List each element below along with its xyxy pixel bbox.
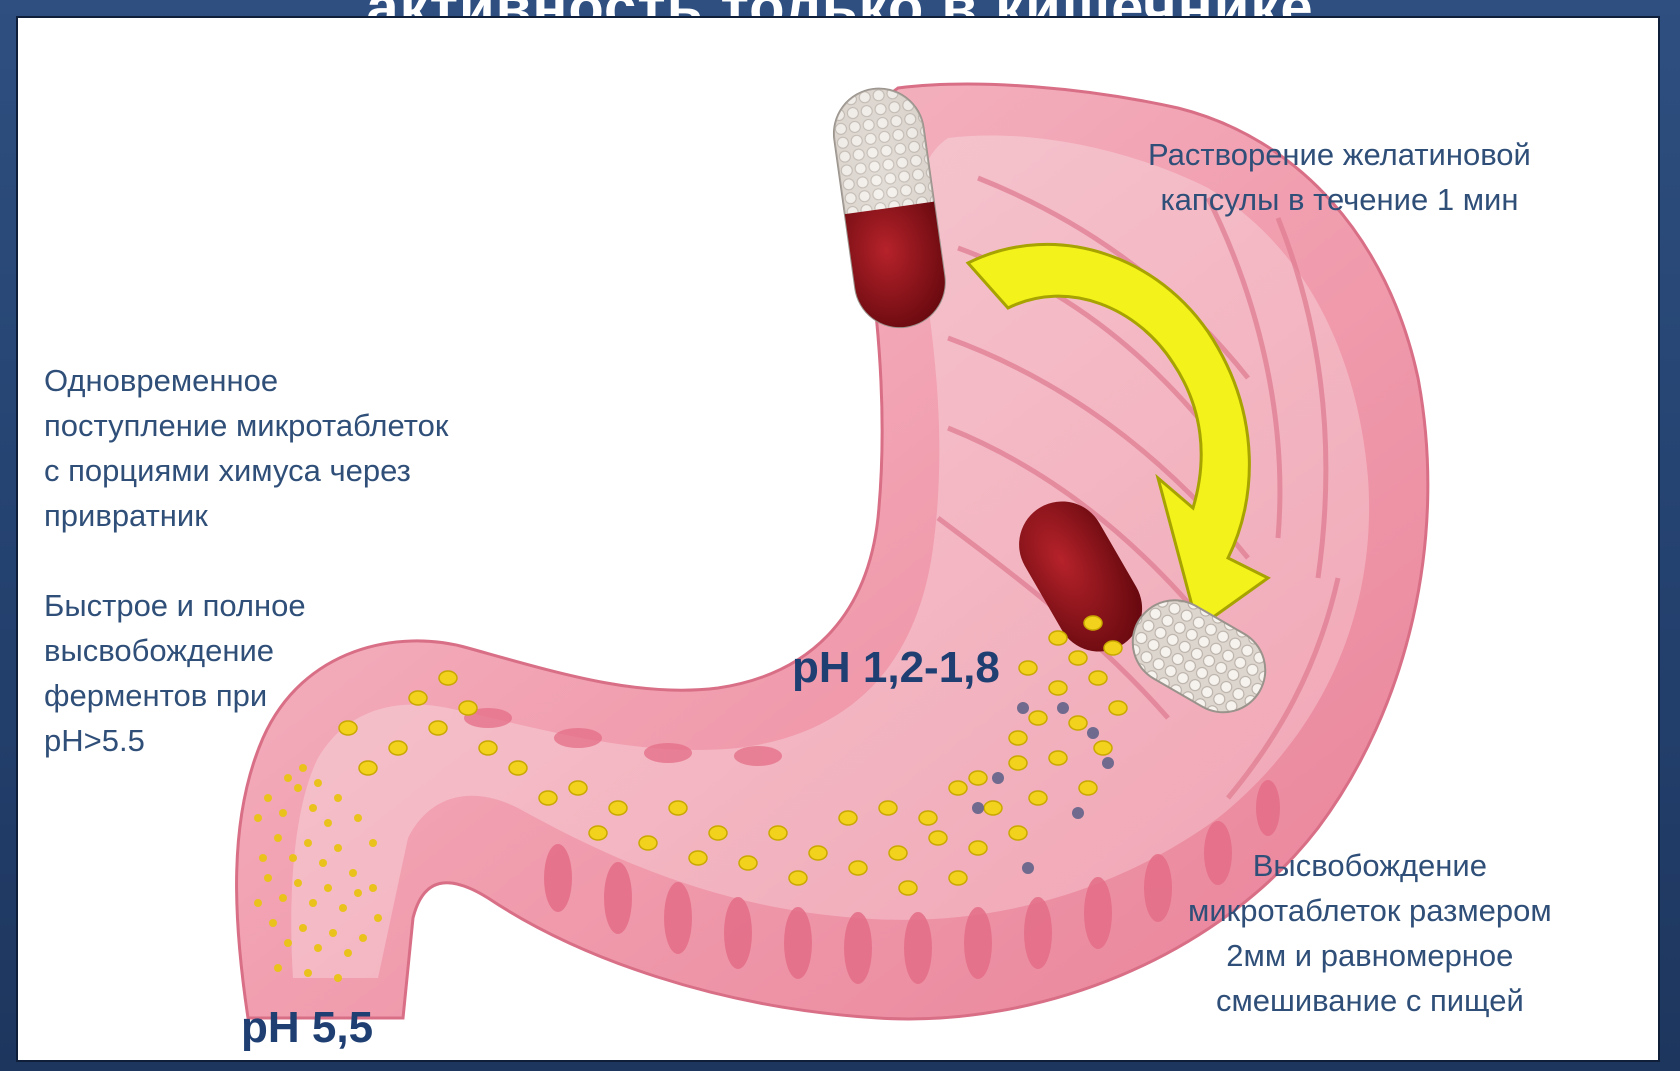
microtablet-release-line2: микротаблеток размером [1188, 888, 1552, 933]
microtablet-release-line3: 2мм и равномерное [1188, 933, 1552, 978]
capsule-dissolution-line1: Растворение желатиновой [1148, 132, 1531, 177]
enzyme-release-line4: pH>5.5 [44, 718, 306, 763]
simultaneous-entry-line4: привратник [44, 493, 448, 538]
simultaneous-entry-line1: Одновременное [44, 358, 448, 403]
microtablet-release-line1: Высвобождение [1188, 843, 1552, 888]
microtablet-release-note: Высвобождение микротаблеток размером 2мм… [1188, 843, 1552, 1023]
diagram-panel: Растворение желатиновой капсулы в течени… [16, 16, 1660, 1062]
simultaneous-entry-line2: поступление микротаблеток [44, 403, 448, 448]
capsule-dissolution-line2: капсулы в течение 1 мин [1148, 177, 1531, 222]
microtablet-release-line4: смешивание с пищей [1188, 978, 1552, 1023]
enzyme-release-line2: высвобождение [44, 628, 306, 673]
simultaneous-entry-note: Одновременное поступление микротаблеток … [44, 358, 448, 538]
ph-duodenum-label: pH 5,5 [241, 1003, 373, 1053]
enzyme-release-line3: ферментов при [44, 673, 306, 718]
capsule-dissolution-note: Растворение желатиновой капсулы в течени… [1148, 132, 1531, 222]
enzyme-release-line1: Быстрое и полное [44, 583, 306, 628]
enzyme-release-note: Быстрое и полное высвобождение ферментов… [44, 583, 306, 763]
simultaneous-entry-line3: с порциями химуса через [44, 448, 448, 493]
ph-stomach-label: pH 1,2-1,8 [792, 643, 1000, 693]
